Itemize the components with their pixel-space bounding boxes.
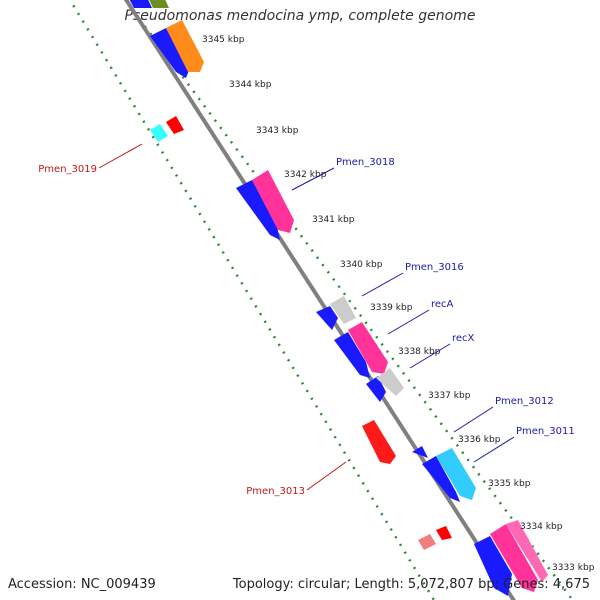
kbp-tick-label: 3338 kbp <box>398 347 441 357</box>
kbp-tick-label: 3341 kbp <box>312 215 355 225</box>
gene-label[interactable]: Pmen_3013 <box>246 486 305 497</box>
kbp-tick-label: 3342 kbp <box>284 170 327 180</box>
gene-arrow[interactable] <box>436 526 452 540</box>
kbp-tick-label: 3340 kbp <box>340 260 383 270</box>
gene-arrow[interactable] <box>166 116 184 134</box>
gene-label[interactable]: Pmen_3016 <box>405 262 464 273</box>
kbp-tick-label: 3334 kbp <box>520 522 563 532</box>
kbp-tick-label: 3339 kbp <box>370 303 413 313</box>
gene-label[interactable]: Pmen_3019 <box>38 164 97 175</box>
gene-arrow[interactable] <box>147 0 169 8</box>
gene-arrow[interactable] <box>330 296 356 324</box>
gene-arrow[interactable] <box>334 332 370 378</box>
kbp-tick-label: 3335 kbp <box>488 479 531 489</box>
callout-line <box>453 406 494 433</box>
gene-label[interactable]: Pmen_3018 <box>336 157 395 168</box>
gene-arrow[interactable] <box>376 368 404 396</box>
gene-label[interactable]: Pmen_3011 <box>516 426 575 437</box>
callout-line <box>473 436 515 463</box>
map-title: Pseudomonas mendocina ymp, complete geno… <box>124 8 476 24</box>
accession-label: Accession: NC_009439 <box>8 577 156 592</box>
callout-line <box>387 309 430 335</box>
kbp-tick-label: 3337 kbp <box>428 391 471 401</box>
gene-arrow[interactable] <box>166 20 204 72</box>
callout-line <box>361 272 404 297</box>
gene-arrow[interactable] <box>490 524 538 592</box>
callout-line <box>306 461 347 491</box>
gene-arrow[interactable] <box>150 28 190 78</box>
gene-arrow[interactable] <box>436 448 476 500</box>
kbp-tick-label: 3333 kbp <box>552 563 595 573</box>
kbp-tick-label: 3344 kbp <box>229 80 272 90</box>
gene-arrow[interactable] <box>236 180 280 240</box>
gene-arrow[interactable] <box>252 170 294 233</box>
gene-callouts: Pmen_3018Pmen_3016recArecXPmen_3012Pmen_… <box>38 143 575 497</box>
gene-arrow[interactable] <box>418 534 436 550</box>
gene-arrow[interactable] <box>422 456 460 502</box>
gene-label[interactable]: Pmen_3012 <box>495 396 554 407</box>
kbp-tick-label: 3343 kbp <box>256 126 299 136</box>
gene-arrow[interactable] <box>316 306 338 330</box>
kbp-ticks: 3345 kbp 3344 kbp 3343 kbp 3342 kbp 3341 kbp… <box>202 35 595 573</box>
gene-arrow[interactable] <box>506 520 548 582</box>
callout-line <box>409 343 451 369</box>
gene-arrow[interactable] <box>150 124 168 142</box>
gene-arrow[interactable] <box>362 420 396 464</box>
kbp-tick-label: 3336 kbp <box>458 435 501 445</box>
callout-line <box>98 143 143 169</box>
gene-label[interactable]: recX <box>452 333 475 344</box>
gene-arrow[interactable] <box>412 446 428 458</box>
gene-arrow[interactable] <box>127 0 152 8</box>
gene-arrow[interactable] <box>348 322 388 374</box>
inner-track <box>68 0 436 600</box>
callout-line <box>291 167 335 191</box>
gene-label[interactable]: recA <box>431 299 454 310</box>
kbp-tick-label: 3345 kbp <box>202 35 245 45</box>
gene-arrow[interactable] <box>474 536 512 596</box>
genome-backbone <box>123 0 516 600</box>
outer-track <box>123 0 575 600</box>
genome-summary: Topology: circular; Length: 5,072,807 bp… <box>232 577 590 592</box>
